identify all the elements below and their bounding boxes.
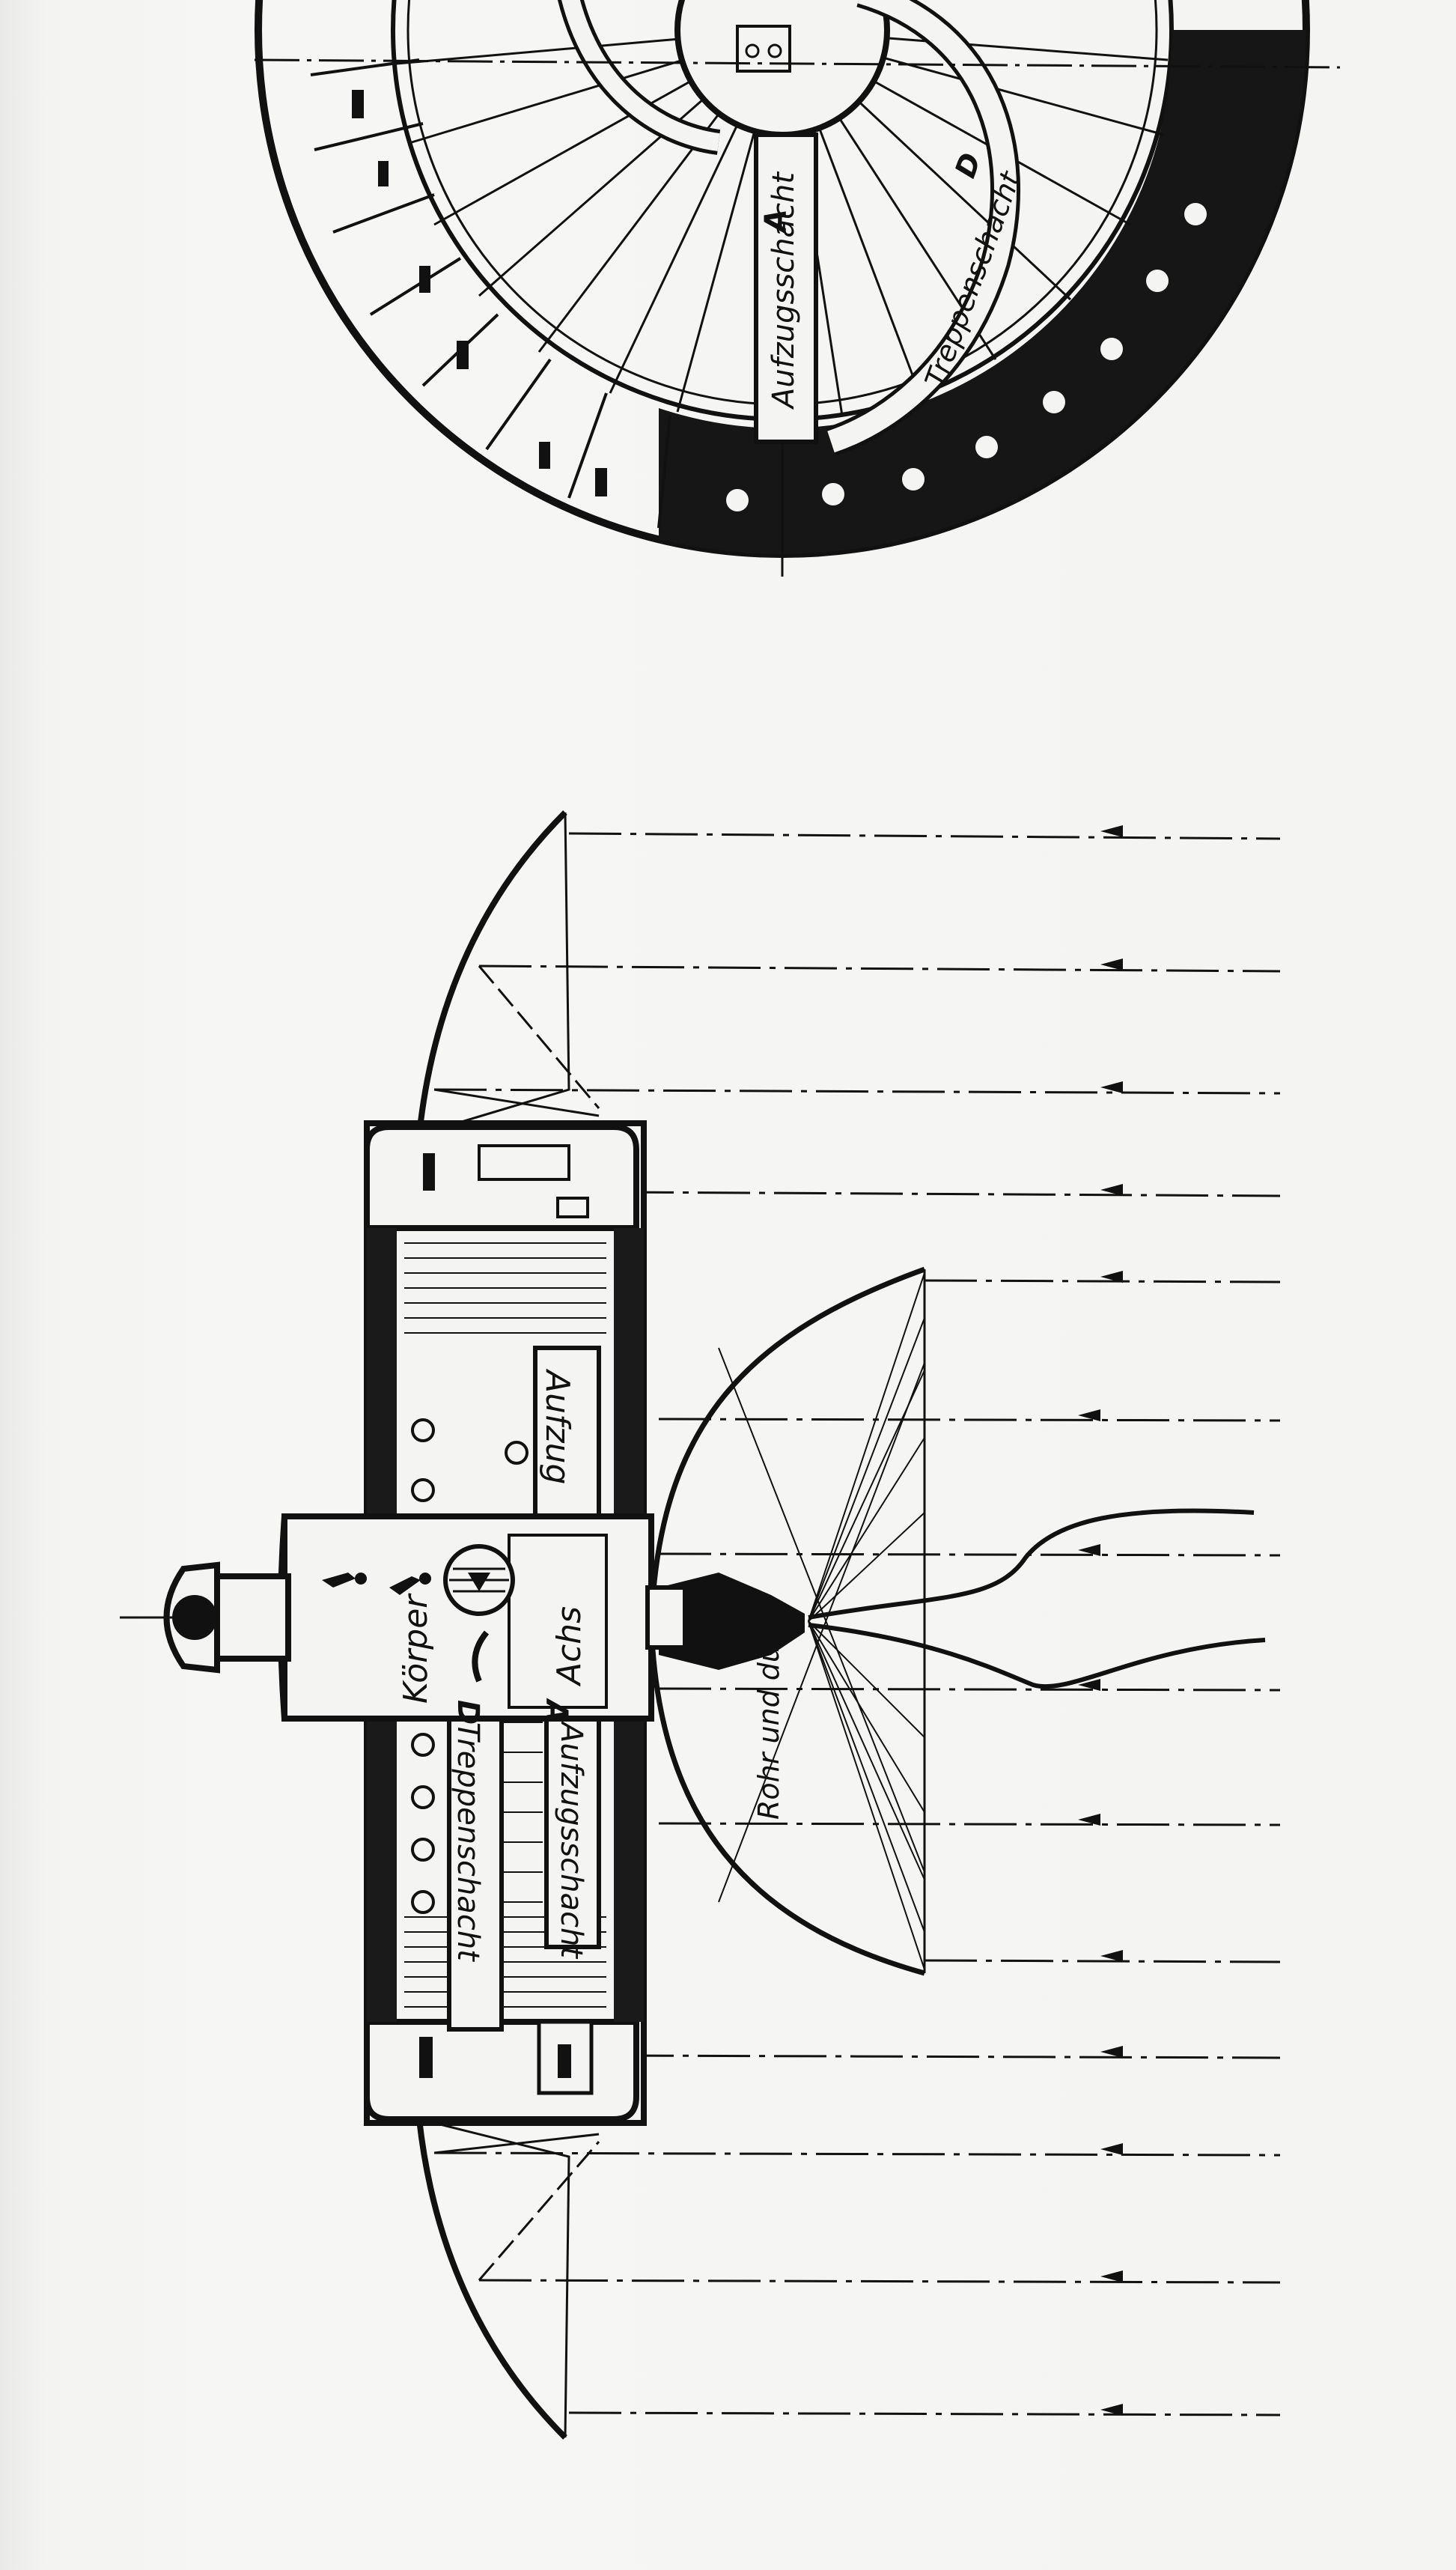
habitat-hatching — [404, 1242, 606, 2008]
wheel-compartments — [310, 58, 671, 529]
label-body: Körper — [397, 1593, 435, 1704]
label-pipe: Rohr und du — [752, 1644, 785, 1820]
steam-pipe-lower — [808, 1623, 1266, 1689]
habitat-wheel: Aufzugsschacht A Treppenschacht D — [254, 0, 1341, 577]
wheel-axis-line — [254, 58, 1341, 69]
sun-ray-arrowheads — [1078, 825, 1123, 2416]
wheel-elevator-shaft — [754, 133, 818, 444]
bottom-end-cap — [364, 2019, 639, 2122]
label-elevator: Aufzug — [538, 1368, 576, 1484]
wheel-marker-d: D — [948, 148, 987, 182]
wheel-crew-figures — [352, 90, 607, 496]
top-end-cap — [364, 1124, 639, 1231]
station-marker-a: A — [539, 1698, 573, 1723]
steam-pipe-upper — [808, 1508, 1255, 1620]
station-elevator-shaft — [544, 1698, 601, 1949]
label-elevator-shaft: Aufzugsschacht — [554, 1720, 588, 1959]
axial-nose — [214, 1573, 291, 1662]
label-stair-shaft: Treppenschacht — [451, 1722, 485, 1962]
wheel-portholes — [726, 203, 1207, 511]
sun-rays — [433, 832, 1281, 2416]
station-marker-d: D — [451, 1700, 485, 1725]
wheel-marker-a: A — [759, 209, 794, 234]
label-axis: Achs — [550, 1606, 588, 1687]
wheel-label-elevator-shaft: Aufzugsschacht — [767, 171, 801, 410]
station-side-view: Aufzug Achs Körper Aufzugsschacht A Trep… — [120, 810, 1281, 2440]
upper-mirror — [416, 810, 567, 1135]
mirror-struts — [718, 1272, 925, 1970]
lower-mirror — [416, 2118, 567, 2440]
cylinder-portholes — [411, 1418, 529, 1914]
boiler — [659, 1573, 805, 1670]
hub-crew-figures — [322, 1573, 431, 1595]
